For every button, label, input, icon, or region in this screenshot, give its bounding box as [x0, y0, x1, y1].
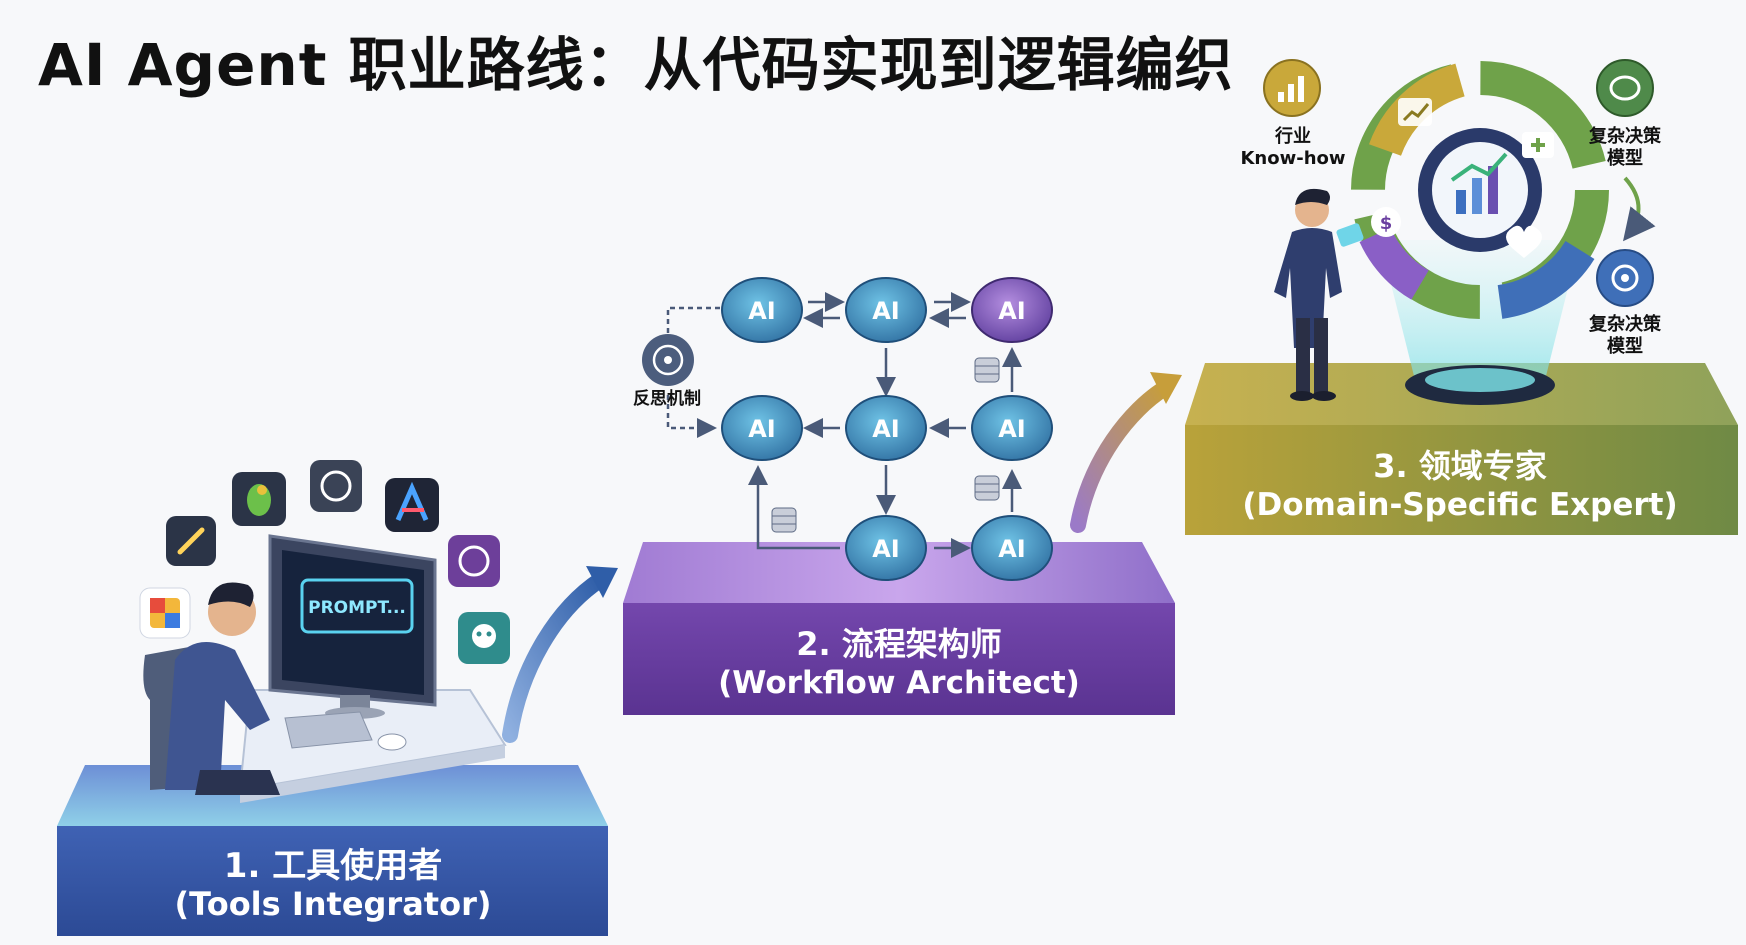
svg-text:AI: AI [748, 415, 776, 443]
industry-label-2: Know-how [1240, 148, 1345, 169]
tool-icon-parrot [232, 472, 286, 526]
model-flow-arrow [1623, 176, 1656, 242]
mouse [377, 733, 407, 751]
tool-icon-openai [310, 460, 362, 512]
tool-icon-link [166, 516, 216, 566]
keyboard [284, 711, 373, 749]
ai-node: AI [721, 395, 803, 461]
medical-kit-icon [1522, 132, 1554, 158]
page-title: AI Agent 职业路线：从代码实现到逻辑编织 [38, 31, 1234, 99]
ai-node: AI [845, 395, 927, 461]
svg-text:AI: AI [748, 297, 776, 325]
industry-chart-icon [1263, 59, 1321, 117]
industry-label-1: 行业 [1274, 125, 1311, 147]
tool-icon-palette [139, 587, 191, 639]
decision-model-label-1b: 模型 [1607, 147, 1643, 169]
svg-text:AI: AI [998, 415, 1026, 443]
svg-text:AI: AI [872, 415, 900, 443]
svg-text:AI: AI [872, 297, 900, 325]
progress-arrow-2-head [1150, 372, 1182, 404]
stage2-label-en: (Workflow Architect) [718, 665, 1080, 701]
stage1-label-cn: 1. 工具使用者 [224, 846, 442, 886]
progress-arrow-1 [502, 572, 608, 743]
network-model-icon [1596, 249, 1654, 307]
seated-person [143, 582, 280, 795]
computer-monitor: PROMPT... [268, 534, 437, 719]
ai-node: AI [971, 395, 1053, 461]
tool-icon-a-logo [385, 478, 439, 532]
svg-text:AI: AI [872, 535, 900, 563]
database-icon [974, 357, 1000, 383]
ai-node: AI [971, 277, 1053, 343]
svg-text:$: $ [1380, 213, 1393, 234]
ai-node: AI [845, 515, 927, 581]
stage1-label-en: (Tools Integrator) [175, 885, 492, 923]
database-icon [771, 507, 797, 533]
ai-node: AI [971, 515, 1053, 581]
decision-model-label-2a: 复杂决策 [1588, 313, 1662, 335]
stage3-label-en: (Domain-Specific Expert) [1242, 487, 1677, 523]
standing-expert [1274, 188, 1364, 401]
workflow-connectors [666, 292, 1022, 558]
brain-model-icon [1596, 59, 1654, 117]
decision-cycle [1351, 61, 1609, 319]
decision-model-label-1a: 复杂决策 [1588, 125, 1662, 147]
ai-node: AI [721, 277, 803, 343]
stage1-platform [57, 765, 608, 936]
health-icon [1506, 225, 1542, 258]
svg-text:AI: AI [998, 535, 1026, 563]
progress-arrow-2 [1070, 380, 1173, 533]
tool-icon-bot [458, 612, 510, 664]
decision-model-label-2b: 模型 [1607, 335, 1643, 357]
stage2-label-cn: 2. 流程架构师 [796, 625, 1002, 663]
ai-node: AI [845, 277, 927, 343]
dollar-search-icon: $ [1371, 207, 1401, 237]
reflection-label: 反思机制 [633, 388, 701, 409]
stage3-label-cn: 3. 领域专家 [1373, 447, 1547, 485]
svg-text:AI: AI [998, 297, 1026, 325]
progress-arrow-1-head [586, 566, 618, 598]
chart-up-icon [1398, 98, 1432, 126]
tool-icon-openai-2 [448, 535, 500, 587]
database-icon [974, 475, 1000, 501]
reflection-icon [642, 334, 694, 386]
screen-prompt-text: PROMPT... [308, 598, 406, 618]
